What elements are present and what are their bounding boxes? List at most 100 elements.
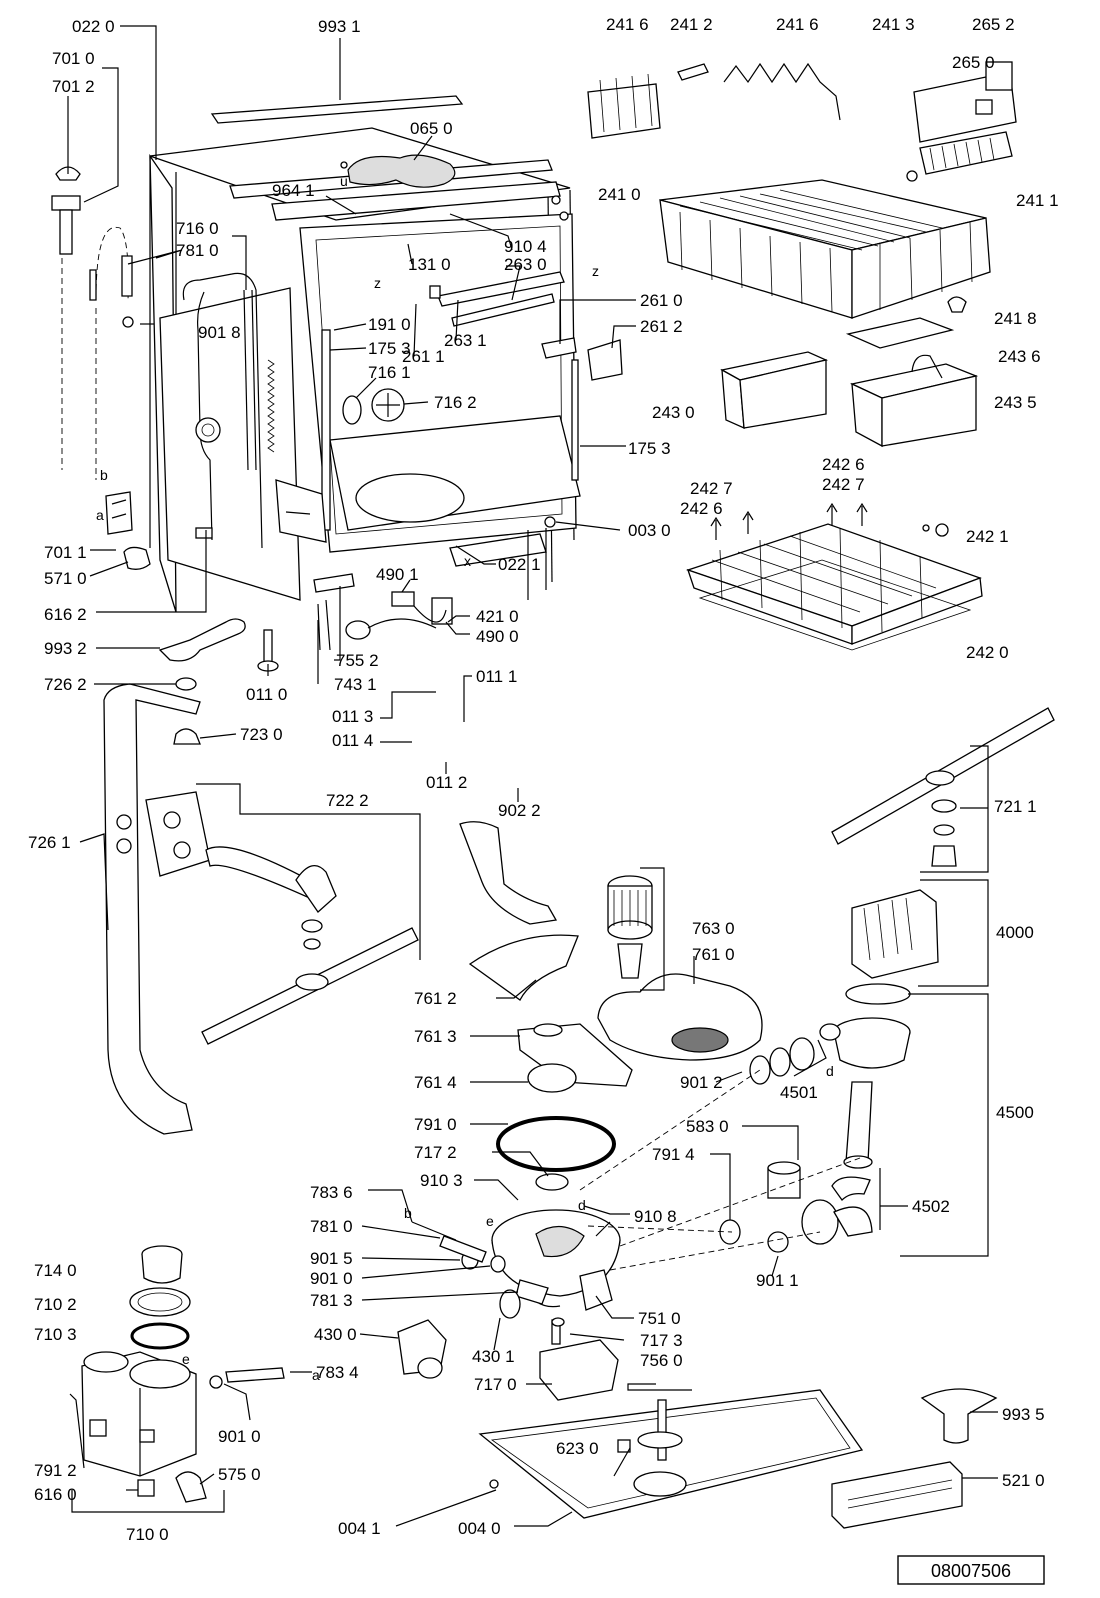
part-label: 791 2 <box>34 1461 77 1480</box>
spray-arm-assembly <box>103 677 1055 1135</box>
leader-lines <box>67 25 998 1527</box>
part-label: 263 0 <box>504 255 547 274</box>
part-label: 011 3 <box>332 707 373 726</box>
part-label: 022 1 <box>498 555 541 574</box>
part-label: 901 2 <box>680 1073 723 1092</box>
part-label: 265 2 <box>972 15 1015 34</box>
part-label: 791 0 <box>414 1115 457 1134</box>
part-label: 716 2 <box>434 393 477 412</box>
part-label: 710 2 <box>34 1295 77 1314</box>
part-label: 242 0 <box>966 643 1009 662</box>
part-label: 004 1 <box>338 1519 381 1538</box>
part-label: 964 1 <box>272 181 315 200</box>
part-label: 623 0 <box>556 1439 599 1458</box>
reference-mark: e <box>486 1213 494 1229</box>
part-label: 993 5 <box>1002 1405 1045 1424</box>
diagram-code: 08007506 <box>931 1561 1011 1581</box>
part-label: 722 2 <box>326 791 369 810</box>
part-label: 421 0 <box>476 607 519 626</box>
part-label: 261 2 <box>640 317 683 336</box>
part-label: 716 0 <box>176 219 219 238</box>
part-label: 490 1 <box>376 565 419 584</box>
part-label: 910 8 <box>634 1207 677 1226</box>
part-label: 761 4 <box>414 1073 457 1092</box>
part-label: 575 0 <box>218 1465 261 1484</box>
part-label: 241 0 <box>598 185 641 204</box>
part-label: 241 3 <box>872 15 915 34</box>
part-label: 241 2 <box>670 15 713 34</box>
tub-assembly <box>61 95 623 672</box>
part-label: 175 3 <box>628 439 671 458</box>
part-label: 191 0 <box>368 315 411 334</box>
part-label: 065 0 <box>410 119 453 138</box>
reference-mark: x <box>464 553 471 569</box>
part-label: 571 0 <box>44 569 87 588</box>
part-label: 243 5 <box>994 393 1037 412</box>
part-label: 781 3 <box>310 1291 353 1310</box>
part-label: 490 0 <box>476 627 519 646</box>
part-label: 243 6 <box>998 347 1041 366</box>
part-label: 583 0 <box>686 1117 729 1136</box>
reference-mark: z <box>592 263 599 279</box>
part-label: 004 0 <box>458 1519 501 1538</box>
part-label: 616 2 <box>44 605 87 624</box>
part-label: 781 0 <box>176 241 219 260</box>
inlet-valve-parts <box>51 166 134 328</box>
part-label: 430 0 <box>314 1325 357 1344</box>
part-label: 756 0 <box>640 1351 683 1370</box>
part-label: 717 3 <box>640 1331 683 1350</box>
part-label: 993 2 <box>44 639 87 658</box>
part-label: 717 0 <box>474 1375 517 1394</box>
part-label: 701 1 <box>44 543 87 562</box>
part-label: 011 0 <box>246 685 287 704</box>
upper-basket-assembly <box>587 61 1017 448</box>
part-label: 710 0 <box>126 1525 169 1544</box>
part-label: 701 2 <box>52 77 95 96</box>
part-label: 723 0 <box>240 725 283 744</box>
part-label: 901 0 <box>218 1427 261 1446</box>
part-label: 011 2 <box>426 773 467 792</box>
part-label: 783 4 <box>316 1363 359 1382</box>
part-label: 714 0 <box>34 1261 77 1280</box>
part-label: 4501 <box>780 1083 818 1102</box>
part-label: 901 1 <box>756 1271 799 1290</box>
part-label: 242 7 <box>822 475 865 494</box>
part-label: 783 6 <box>310 1183 353 1202</box>
lower-basket-assembly <box>685 502 983 651</box>
reference-mark: z <box>374 275 381 291</box>
part-label: 011 1 <box>476 667 517 686</box>
part-label: 241 8 <box>994 309 1037 328</box>
part-label: 751 0 <box>638 1309 681 1328</box>
part-label: 242 6 <box>822 455 865 474</box>
part-label: 761 2 <box>414 989 457 1008</box>
part-label: 743 1 <box>334 675 377 694</box>
part-label: 022 0 <box>72 17 115 36</box>
part-label: 4500 <box>996 1103 1034 1122</box>
water-softener-assembly <box>71 1245 285 1513</box>
part-label: 261 0 <box>640 291 683 310</box>
part-label: 242 7 <box>690 479 733 498</box>
base-plate-assembly <box>478 1388 998 1529</box>
part-label: 521 0 <box>1002 1471 1045 1490</box>
part-label: 242 6 <box>680 499 723 518</box>
part-label: 430 1 <box>472 1347 515 1366</box>
part-label: 901 8 <box>198 323 241 342</box>
reference-mark: u <box>340 173 348 189</box>
sump-assembly <box>397 875 939 1401</box>
reference-mark: b <box>404 1205 412 1221</box>
part-label: 761 0 <box>692 945 735 964</box>
part-label: 993 1 <box>318 17 361 36</box>
part-label: 910 3 <box>420 1171 463 1190</box>
part-label: 791 4 <box>652 1145 695 1164</box>
part-label: 241 6 <box>776 15 819 34</box>
part-label: 263 1 <box>444 331 487 350</box>
part-label: 4000 <box>996 923 1034 942</box>
part-label: 131 0 <box>408 255 451 274</box>
part-label: 710 3 <box>34 1325 77 1344</box>
reference-mark: a <box>96 507 104 523</box>
part-label: 616 0 <box>34 1485 77 1504</box>
part-label: 4502 <box>912 1197 950 1216</box>
part-label: 902 2 <box>498 801 541 820</box>
